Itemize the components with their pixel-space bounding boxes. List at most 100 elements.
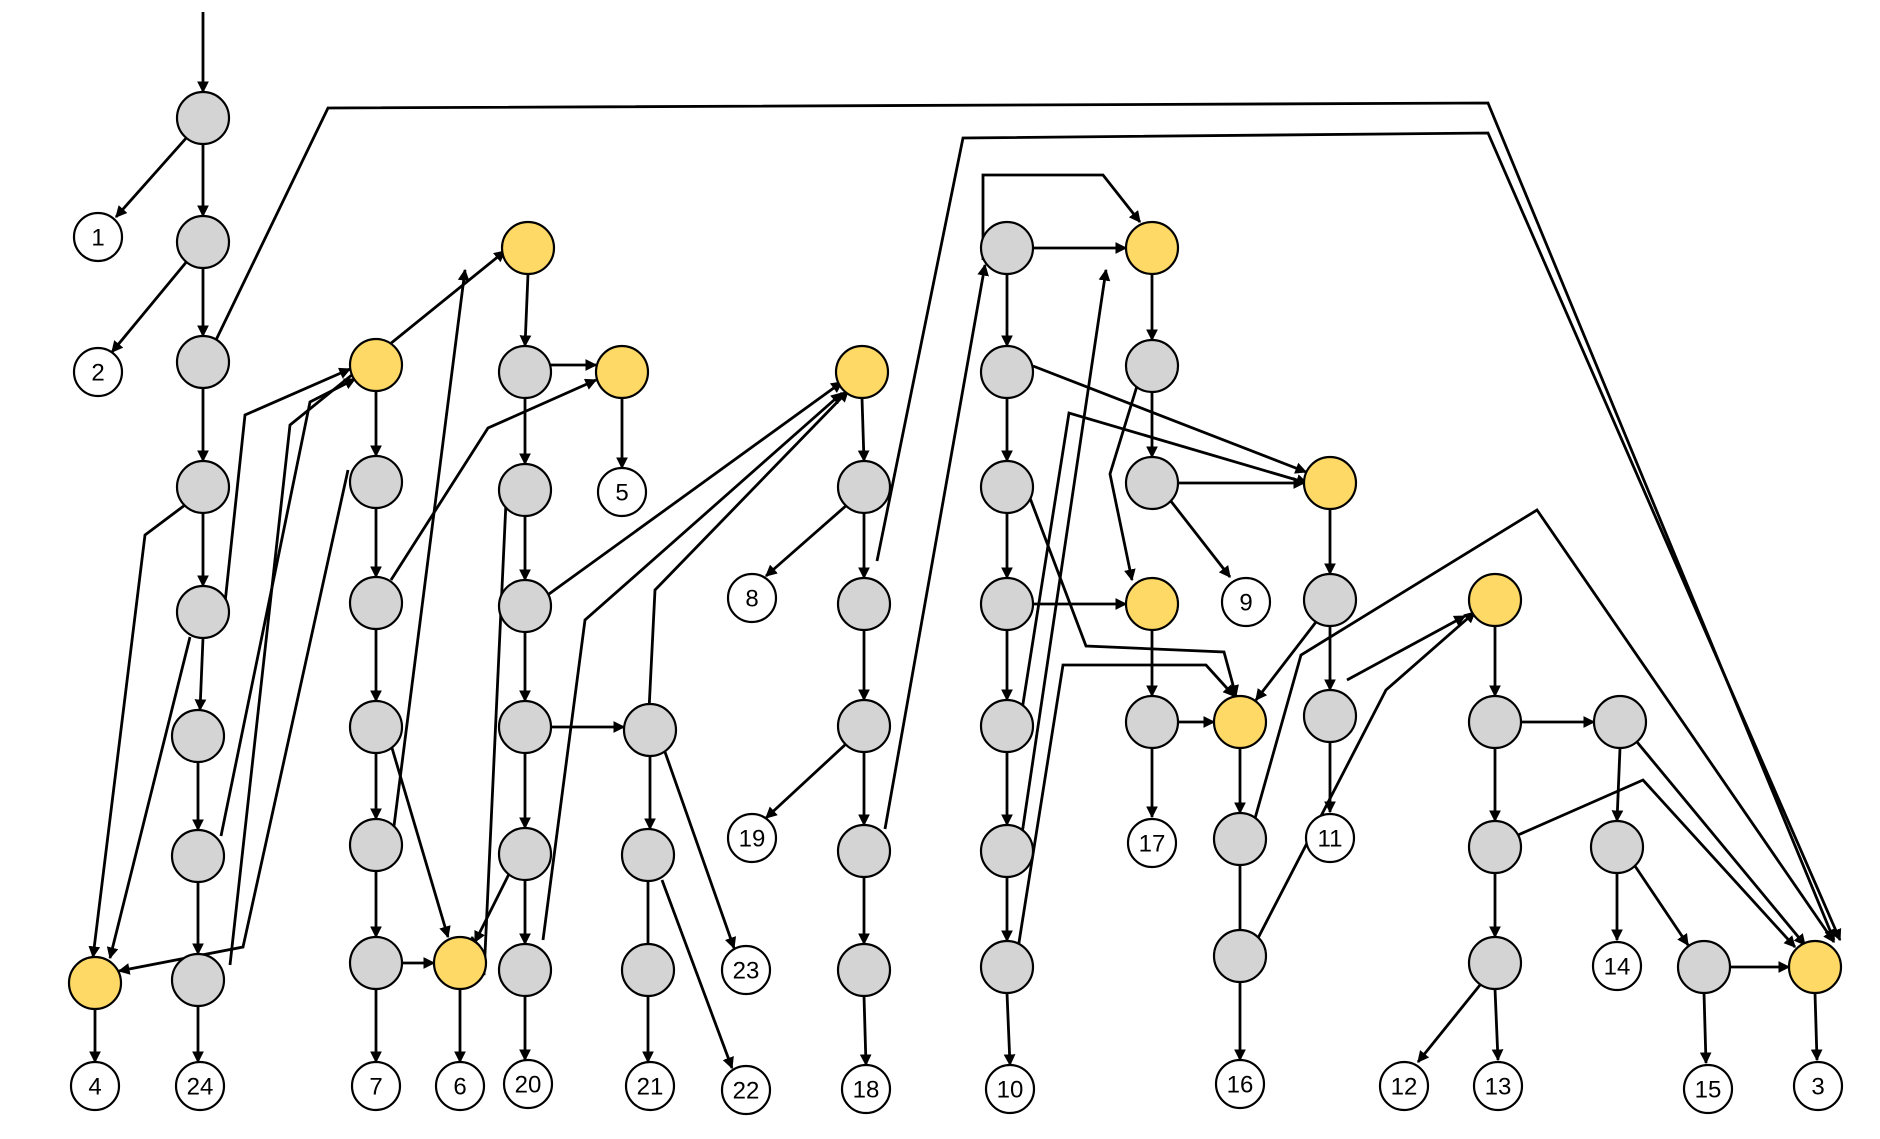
- terminal-node-label: 18: [853, 1077, 880, 1104]
- edge-arrow: [1635, 741, 1807, 946]
- edge-arrow: [106, 636, 192, 960]
- terminal-node-label: 2: [91, 360, 104, 387]
- terminal-node-circle: [720, 944, 772, 996]
- yellow-node-circle: [1212, 694, 1268, 750]
- yellow-node: [1124, 220, 1180, 276]
- gray-node: [836, 459, 892, 515]
- gray-node-circle: [348, 454, 404, 510]
- terminal-node-23: 23: [720, 944, 772, 996]
- gray-node-circle: [979, 459, 1035, 515]
- terminal-node-label: 13: [1485, 1074, 1512, 1101]
- terminal-node-circle: [69, 1060, 121, 1112]
- gray-node: [836, 942, 892, 998]
- gray-node-circle: [1467, 694, 1523, 750]
- terminal-node-circle: [502, 1058, 554, 1110]
- terminal-node-circle: [1220, 576, 1272, 628]
- terminal-node-label: 4: [88, 1074, 101, 1101]
- edge-arrow: [883, 263, 989, 830]
- gray-node-circle: [1467, 935, 1523, 991]
- terminal-node-1: 1: [72, 211, 124, 263]
- edge-arrow: [660, 879, 734, 1070]
- gray-node: [836, 823, 892, 879]
- gray-node: [497, 462, 553, 518]
- gray-node: [620, 827, 676, 883]
- terminal-node-circle: [1591, 940, 1643, 992]
- gray-node: [348, 575, 404, 631]
- terminal-node-label: 14: [1604, 954, 1631, 981]
- gray-node: [348, 454, 404, 510]
- gray-node-circle: [497, 462, 553, 518]
- edge-arrow: [1416, 984, 1482, 1063]
- terminal-node-label: 6: [453, 1074, 466, 1101]
- gray-node: [175, 90, 231, 146]
- gray-node-circle: [497, 578, 553, 634]
- terminal-node-circle: [1378, 1060, 1430, 1112]
- edge-arrow: [214, 101, 1836, 942]
- gray-node: [175, 214, 231, 270]
- edge-arrow: [1168, 499, 1232, 578]
- yellow-node: [1787, 939, 1843, 995]
- yellow-node: [67, 955, 123, 1011]
- gray-node-circle: [1124, 338, 1180, 394]
- edge-arrow: [765, 741, 848, 820]
- edge-arrow: [114, 135, 190, 218]
- gray-node: [170, 828, 226, 884]
- gray-node: [1467, 694, 1523, 750]
- edge-arrow: [223, 367, 352, 604]
- terminal-node-24: 24: [174, 1060, 226, 1112]
- gray-node-circle: [620, 827, 676, 883]
- edge-arrow: [228, 249, 506, 966]
- gray-node: [175, 459, 231, 515]
- gray-node-circle: [979, 823, 1035, 879]
- gray-node-circle: [348, 699, 404, 755]
- terminal-node-label: 11: [1318, 826, 1343, 853]
- gray-node-circle: [497, 699, 553, 755]
- terminal-node-label: 21: [637, 1074, 664, 1101]
- terminal-node-17: 17: [1126, 817, 1178, 869]
- gray-node-circle: [348, 575, 404, 631]
- gray-node: [1212, 928, 1268, 984]
- edge-arrow: [88, 503, 186, 959]
- gray-node: [497, 699, 553, 755]
- yellow-node: [348, 337, 404, 393]
- terminal-node-4: 4: [69, 1060, 121, 1112]
- edge-arrow: [548, 380, 843, 596]
- yellow-node: [1467, 572, 1523, 628]
- terminal-node-label: 23: [733, 958, 760, 985]
- terminal-node-circle: [840, 1063, 892, 1115]
- terminal-node-circle: [72, 211, 124, 263]
- gray-node: [979, 459, 1035, 515]
- edge-arrow: [765, 502, 849, 578]
- gray-node-circle: [175, 334, 231, 390]
- gray-node: [1124, 455, 1180, 511]
- edge-arrow: [1810, 992, 1823, 1062]
- terminal-node-8: 8: [726, 572, 778, 624]
- gray-node-circle: [1589, 819, 1645, 875]
- gray-node-circle: [175, 90, 231, 146]
- edge-arrow: [219, 377, 357, 837]
- gray-node: [1592, 694, 1648, 750]
- terminal-node-circle: [984, 1063, 1036, 1115]
- gray-node-circle: [1302, 572, 1358, 628]
- gray-node: [348, 699, 404, 755]
- edge-arrow: [110, 259, 190, 353]
- yellow-node-circle: [834, 344, 890, 400]
- gray-node-circle: [836, 823, 892, 879]
- gray-node: [348, 817, 404, 873]
- gray-node-circle: [175, 584, 231, 640]
- yellow-node: [594, 344, 650, 400]
- gray-node-circle: [979, 698, 1035, 754]
- gray-node-circle: [622, 702, 678, 758]
- yellow-node-circle: [1124, 220, 1180, 276]
- terminal-node-11: 11: [1304, 812, 1356, 864]
- edge-arrow: [473, 871, 512, 944]
- terminal-node-label: 7: [369, 1074, 382, 1101]
- gray-node-circle: [1212, 811, 1268, 867]
- terminal-node-label: 8: [745, 586, 758, 613]
- yellow-node-circle: [1302, 455, 1358, 511]
- terminal-node-18: 18: [840, 1063, 892, 1115]
- yellow-node: [1212, 694, 1268, 750]
- gray-node: [979, 939, 1035, 995]
- edge-arrow: [1611, 747, 1624, 823]
